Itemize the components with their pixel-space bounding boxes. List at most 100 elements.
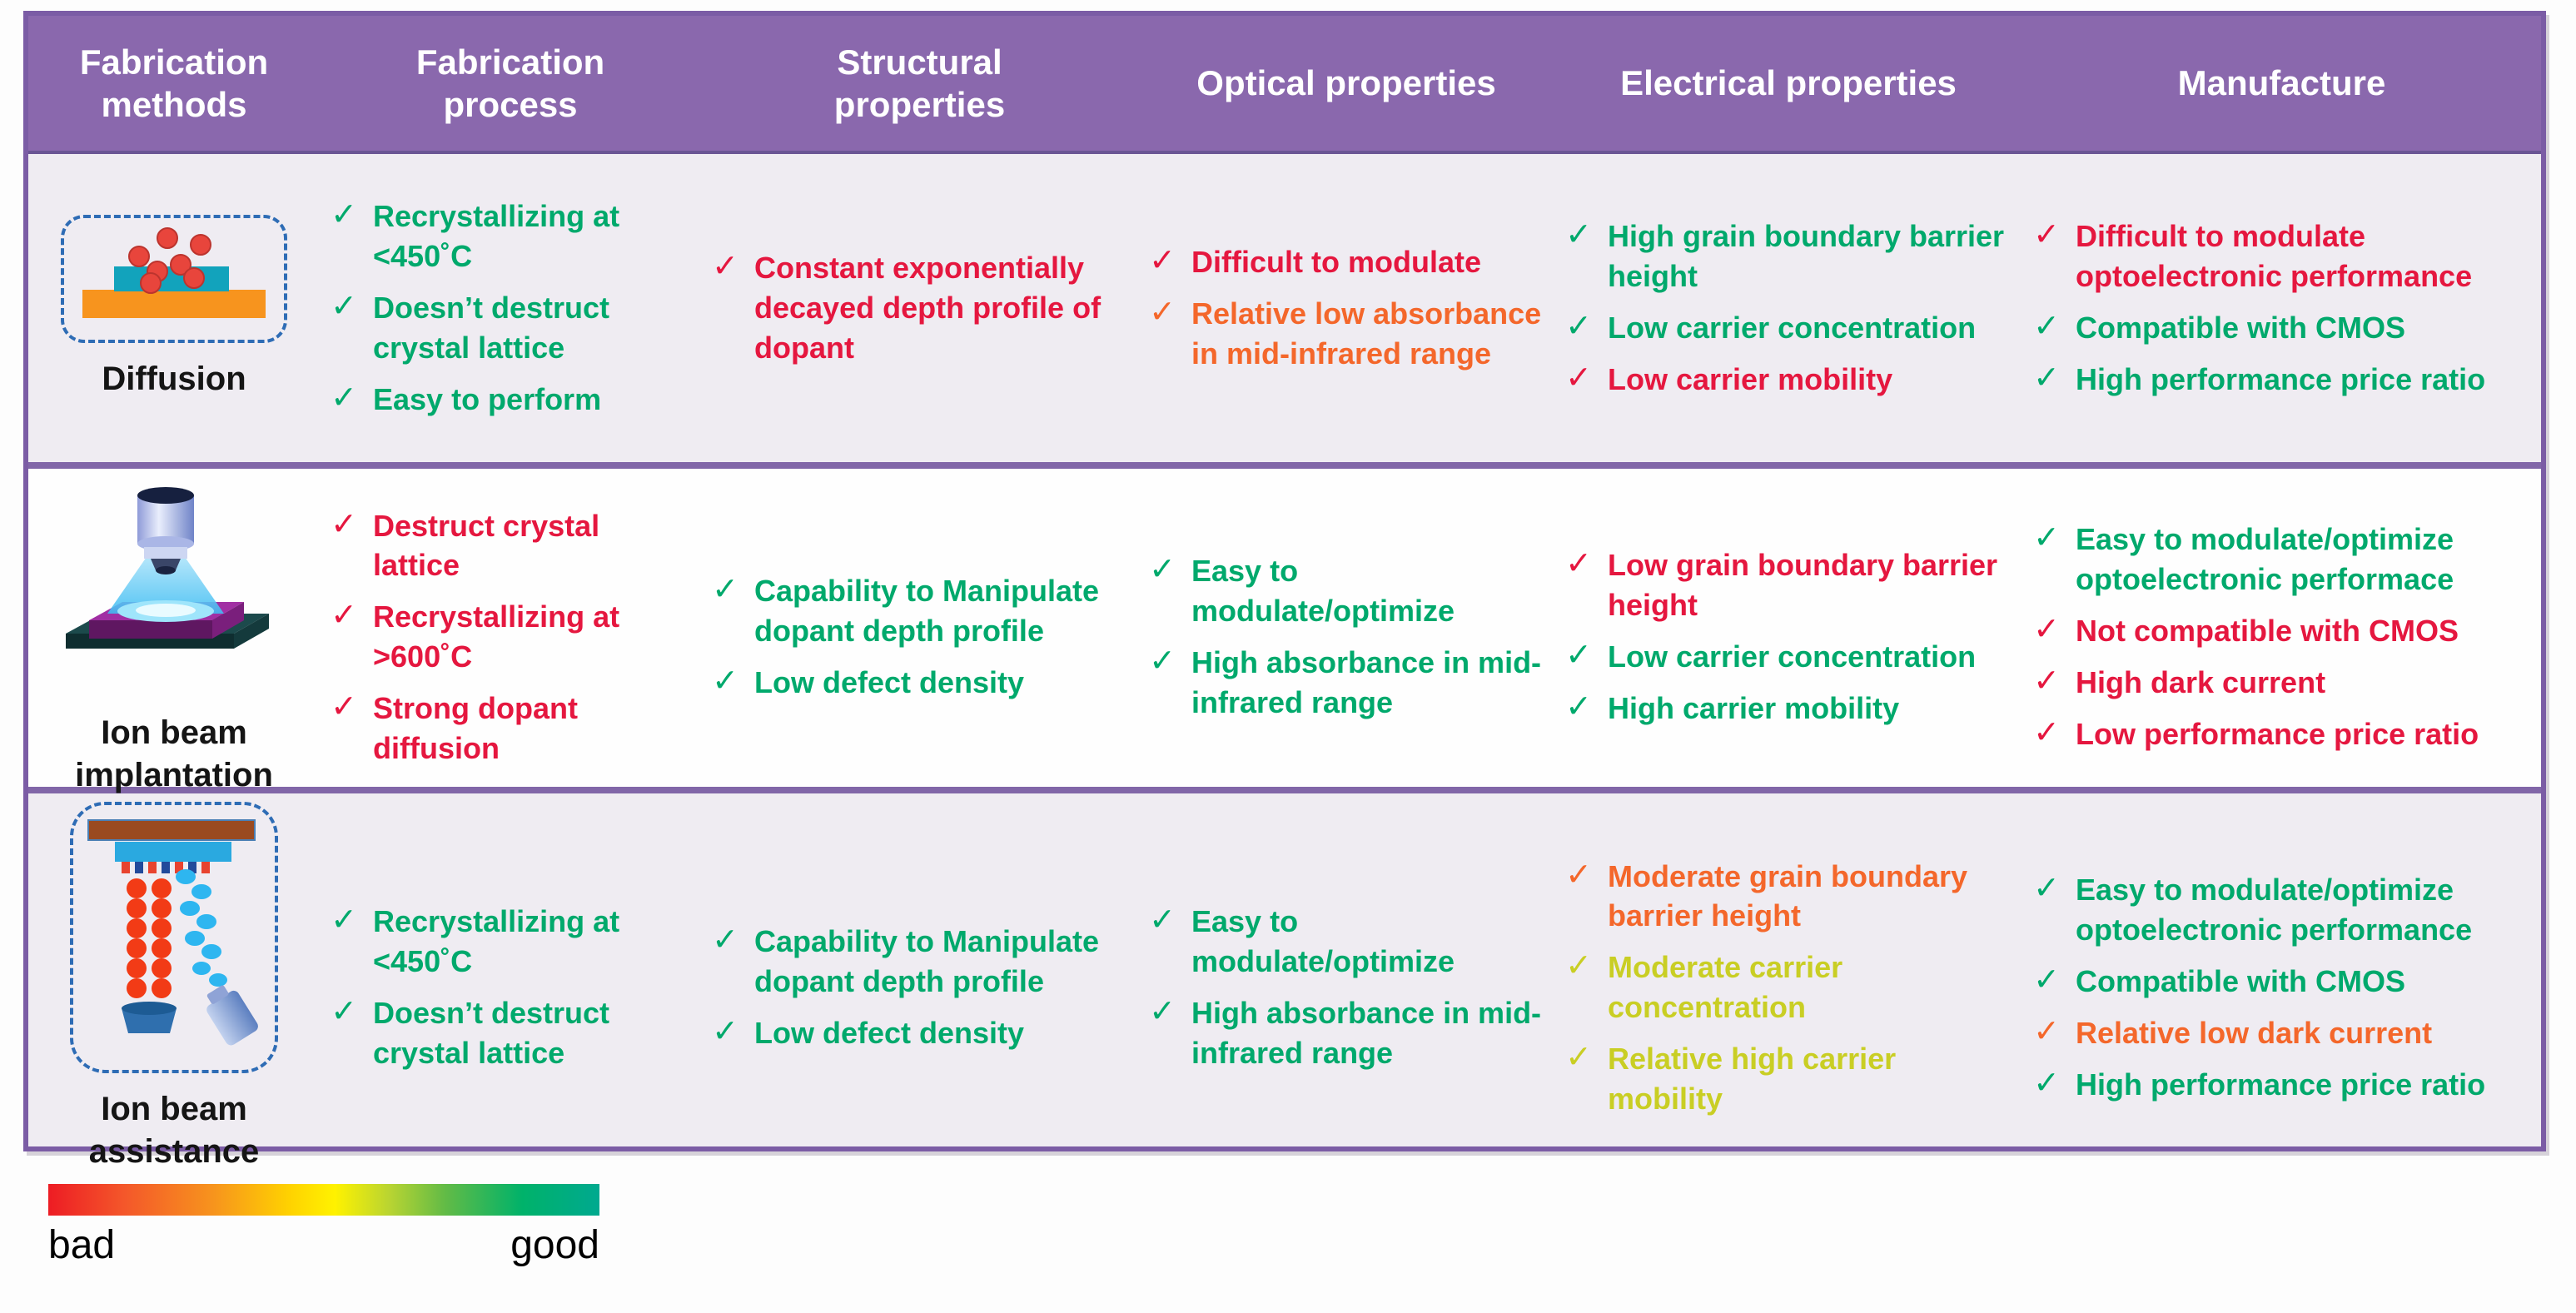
comparison-table: Fabrication methods Fabrication process …	[23, 11, 2546, 1170]
check-icon: ✓	[1149, 994, 1176, 1030]
legend-good-label: good	[510, 1223, 599, 1267]
item-text: Doesn’t destruct crystal lattice	[373, 996, 610, 1070]
item-text: Moderate carrier concentration	[1608, 950, 1843, 1025]
ion-beam-assistance-icon	[70, 802, 278, 1073]
check-icon: ✓	[2033, 1065, 2060, 1101]
method-label: Ion beam assistance	[88, 1090, 260, 1171]
check-icon: ✓	[2033, 360, 2060, 395]
method-cell: Diffusion	[28, 154, 320, 462]
method-label: Ion beam implantation	[75, 714, 273, 794]
cell-manufacture: ✓ Easy to modulate/optimize optoelectron…	[2022, 469, 2541, 805]
item-text: Easy to modulate/optimize optoelectronic…	[2076, 873, 2473, 947]
item-text: High absorbance in mid-infrared range	[1191, 645, 1542, 719]
cell-manufacture: ✓ Difficult to modulate optoelectronic p…	[2022, 154, 2541, 462]
item-text: Low grain boundary barrier height	[1608, 548, 1998, 623]
check-icon: ✓	[1565, 948, 1592, 984]
cell-manufacture: ✓ Easy to modulate/optimize optoelectron…	[2022, 793, 2541, 1181]
table-body: Diffusion ✓ Recrystallizing at <450˚C ✓ …	[28, 151, 2541, 1170]
check-icon: ✓	[1565, 1040, 1592, 1075]
property-item: ✓ High grain boundary barrier height	[1559, 216, 2011, 296]
item-text: Low carrier mobility	[1608, 361, 1893, 396]
item-text: Constant exponentially decayed depth pro…	[754, 251, 1102, 365]
cell-electrical-properties: ✓ Low grain boundary barrier height ✓ Lo…	[1554, 469, 2022, 805]
header-structural-properties: Structural properties	[833, 42, 1006, 124]
property-item: ✓ Recrystallizing at >600˚C	[325, 597, 689, 677]
table-header: Fabrication methods Fabrication process …	[28, 16, 2541, 151]
item-text: High performance price ratio	[2076, 361, 2486, 396]
check-icon: ✓	[1565, 546, 1592, 582]
property-item: ✓ Capability to Manipulate dopant depth …	[706, 922, 1126, 1002]
item-text: Capability to Manipulate dopant depth pr…	[754, 924, 1100, 999]
check-icon: ✓	[2033, 1014, 2060, 1050]
property-item: ✓ Relative low dark current	[2027, 1013, 2529, 1053]
item-text: Low carrier concentration	[1608, 311, 1977, 345]
legend: bad good	[48, 1184, 599, 1266]
property-item: ✓ Strong dopant diffusion	[325, 689, 689, 768]
property-item: ✓ Moderate grain boundary barrier height	[1559, 857, 2011, 937]
method-label: Diffusion	[102, 361, 246, 398]
check-icon: ✓	[2033, 871, 2060, 907]
check-icon: ✓	[712, 249, 738, 285]
item-text: Relative low dark current	[2076, 1016, 2433, 1051]
property-item: ✓ Easy to modulate/optimize optoelectron…	[2027, 870, 2529, 950]
property-item: ✓ High carrier mobility	[1559, 689, 2011, 729]
item-text: Difficult to modulate	[1191, 245, 1481, 280]
cell-electrical-properties: ✓ Moderate grain boundary barrier height…	[1554, 793, 2022, 1181]
item-text: Relative high carrier mobility	[1608, 1042, 1897, 1116]
check-icon: ✓	[1149, 243, 1176, 279]
cell-structural-properties: ✓ Capability to Manipulate dopant depth …	[701, 469, 1138, 805]
item-text: High carrier mobility	[1608, 691, 1900, 725]
ion-beam-assistance-icon-art	[87, 819, 258, 1046]
property-item: ✓ Easy to modulate/optimize	[1143, 902, 1543, 982]
property-item: ✓ Moderate carrier concentration	[1559, 947, 2011, 1027]
item-text: Not compatible with CMOS	[2076, 614, 2459, 649]
check-icon: ✓	[1149, 295, 1176, 331]
item-text: High dark current	[2076, 665, 2326, 700]
item-text: Compatible with CMOS	[2076, 964, 2405, 999]
cell-optical-properties: ✓ Difficult to modulate ✓ Relative low a…	[1138, 154, 1554, 462]
check-icon: ✓	[1565, 857, 1592, 893]
item-text: Easy to modulate/optimize	[1191, 554, 1455, 629]
method-cell: Ion beam assistance	[28, 793, 320, 1181]
item-text: Moderate grain boundary barrier height	[1608, 858, 1968, 933]
property-item: ✓ Capability to Manipulate dopant depth …	[706, 571, 1126, 651]
property-item: ✓ Easy to perform	[325, 380, 689, 420]
cell-structural-properties: ✓ Constant exponentially decayed depth p…	[701, 154, 1138, 462]
item-text: Low defect density	[754, 1016, 1025, 1051]
property-item: ✓ Easy to modulate/optimize optoelectron…	[2027, 520, 2529, 599]
item-text: Compatible with CMOS	[2076, 311, 2405, 345]
legend-bad-label: bad	[48, 1223, 116, 1267]
item-text: Relative low absorbance in mid-infrared …	[1191, 296, 1542, 371]
check-icon: ✓	[2033, 309, 2060, 344]
diffusion-icon-art	[82, 227, 266, 319]
cell-optical-properties: ✓ Easy to modulate/optimize ✓ High absor…	[1138, 469, 1554, 805]
item-text: Easy to modulate/optimize	[1191, 904, 1455, 979]
property-item: ✓ Low grain boundary barrier height	[1559, 545, 2011, 625]
check-icon: ✓	[331, 506, 357, 542]
item-text: Recrystallizing at >600˚C	[373, 599, 620, 674]
item-text: Recrystallizing at <450˚C	[373, 199, 620, 274]
property-item: ✓ High dark current	[2027, 663, 2529, 703]
cell-optical-properties: ✓ Easy to modulate/optimize ✓ High absor…	[1138, 793, 1554, 1181]
legend-gradient-bar	[48, 1184, 599, 1216]
check-icon: ✓	[2033, 217, 2060, 253]
item-text: Difficult to modulate optoelectronic per…	[2076, 219, 2473, 294]
check-icon: ✓	[712, 923, 738, 958]
table-row: Ion beam assistance ✓ Recrystallizing at…	[28, 787, 2541, 1170]
property-item: ✓ Recrystallizing at <450˚C	[325, 196, 689, 276]
item-text: Easy to modulate/optimize optoelectronic…	[2076, 522, 2454, 597]
property-item: ✓ Recrystallizing at <450˚C	[325, 902, 689, 982]
property-item: ✓ Not compatible with CMOS	[2027, 611, 2529, 651]
header-manufacture: Manufacture	[2177, 63, 2386, 103]
check-icon: ✓	[2033, 664, 2060, 699]
table-row: Ion beam implantation ✓ Destruct crystal…	[28, 462, 2541, 793]
property-item: ✓ Compatible with CMOS	[2027, 962, 2529, 1002]
header-optical-properties: Optical properties	[1196, 63, 1496, 103]
item-text: Low defect density	[754, 665, 1025, 700]
check-icon: ✓	[1565, 638, 1592, 674]
check-icon: ✓	[1565, 217, 1592, 253]
check-icon: ✓	[331, 289, 357, 325]
check-icon: ✓	[1565, 689, 1592, 724]
check-icon: ✓	[712, 1014, 738, 1050]
